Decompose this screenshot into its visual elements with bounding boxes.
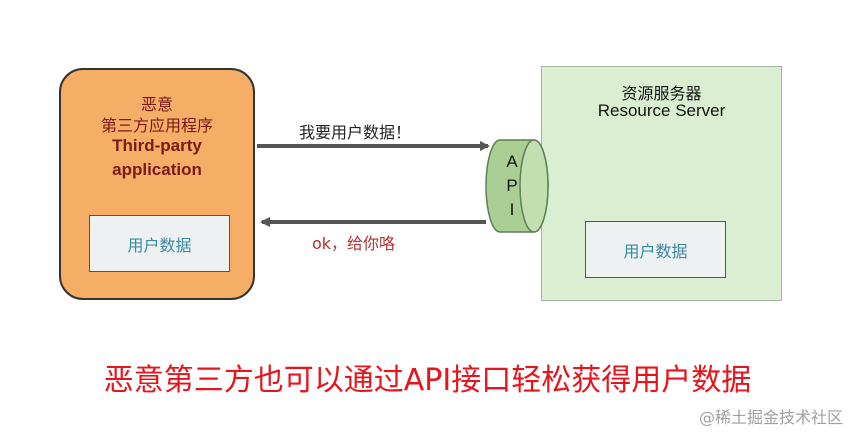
third-party-user-data-box: 用户数据 bbox=[89, 215, 230, 272]
caption: 恶意第三方也可以通过API接口轻松获得用户数据 bbox=[103, 363, 752, 398]
response-label: ok，给你咯 bbox=[312, 234, 396, 253]
resource-server-user-data-label: 用户数据 bbox=[623, 241, 688, 261]
third-party-user-data-label: 用户数据 bbox=[127, 235, 192, 255]
api-cylinder bbox=[485, 139, 549, 233]
api-letter-p: P bbox=[506, 176, 518, 195]
third-party-title-malicious: 恶意 bbox=[140, 95, 173, 114]
watermark: @稀土掘金技术社区 bbox=[698, 408, 843, 427]
api-letter-a: A bbox=[506, 152, 518, 171]
resource-server-title-cn: 资源服务器 bbox=[621, 84, 702, 103]
third-party-app-box: 恶意 第三方应用程序 Third-party application 用户数据 bbox=[59, 68, 255, 300]
third-party-title-en-2: application bbox=[112, 160, 202, 179]
resource-server-box: 资源服务器 Resource Server 用户数据 bbox=[541, 66, 782, 301]
third-party-title-en-1: Third-party bbox=[112, 136, 202, 155]
api-letter-i: I bbox=[509, 200, 515, 219]
resource-server-title-en: Resource Server bbox=[597, 101, 726, 120]
resource-server-user-data-box: 用户数据 bbox=[585, 221, 726, 278]
request-label: 我要用户数据！ bbox=[299, 123, 412, 142]
third-party-title-cn: 第三方应用程序 bbox=[100, 116, 213, 135]
